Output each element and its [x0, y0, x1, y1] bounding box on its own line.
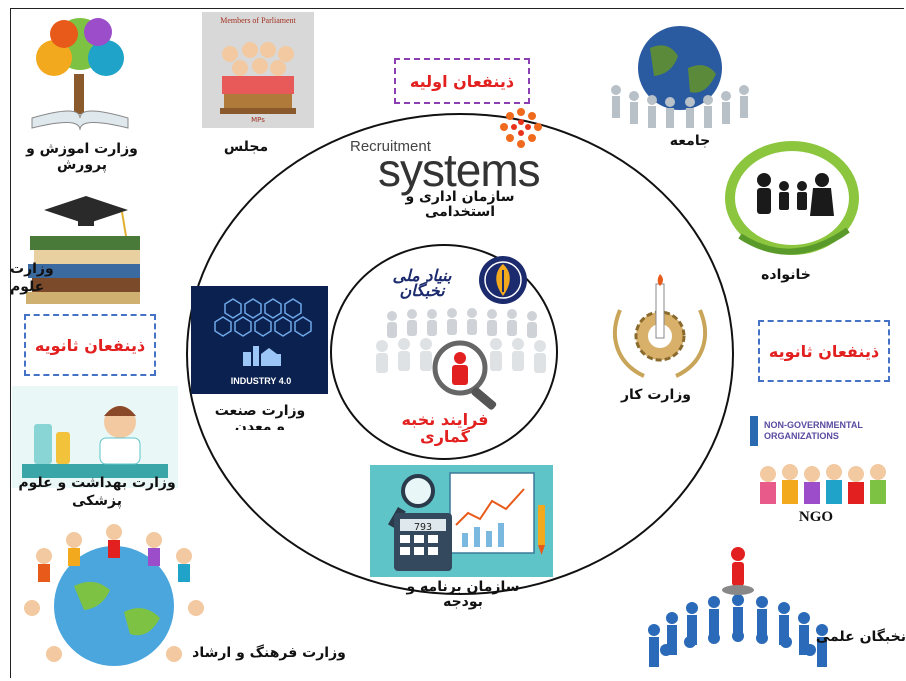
health-ministry-label-line1: وزارت بهداشت و علوم	[18, 475, 176, 491]
science-books-image	[10, 192, 152, 308]
outer-circle	[186, 113, 734, 595]
science-ministry-label-line2: علوم	[10, 279, 45, 295]
recruitment-logo-word1: Recruitment	[350, 138, 431, 155]
budget-org-label-line1: سازمان برنامه و	[406, 579, 520, 595]
recruitment-sparkle-icon	[492, 106, 550, 152]
parliament-mps-text: MPs	[251, 116, 265, 124]
labor-ministry-label: وزارت کار	[620, 387, 692, 403]
industry-ministry-label-line2: و معدن	[234, 420, 286, 430]
recruitment-org-label-line1: سازمان اداری و	[405, 189, 515, 205]
society-label: جامعه	[669, 133, 711, 149]
recruitment-logo-word2: systems	[378, 144, 541, 196]
parliament-label: مجلس	[223, 139, 269, 155]
labor-ministry-emblem	[606, 268, 714, 380]
society-globe-image	[606, 18, 754, 130]
elites-foundation-logo	[472, 254, 534, 306]
inner-circle	[330, 244, 558, 460]
parliament-banner-text: Members of Parliament	[220, 16, 296, 25]
health-image	[12, 386, 178, 488]
ngo-label: NGO	[798, 509, 834, 525]
family-image	[720, 140, 864, 258]
elites-crowd-image	[636, 534, 840, 676]
elites-foundation-logo-text: بنیاد ملی نخبگان	[392, 266, 452, 300]
health-ministry-label-line2: پزشکی	[71, 493, 123, 509]
industry-ministry-label-line1: وزارت صنعت	[214, 403, 306, 419]
science-ministry-label-line1: وزارت	[10, 261, 54, 277]
crowd-selection-image	[372, 302, 550, 412]
ngo-image	[750, 416, 896, 504]
education-ministry-label-line1: وزارت اموزش و	[26, 141, 138, 157]
industry-badge: INDUSTRY 4.0	[230, 376, 292, 386]
frame-top-line	[10, 8, 904, 9]
culture-globe-image	[14, 516, 214, 676]
secondary-stakeholders-box-right: ذینفعان ثانویه	[758, 320, 890, 382]
center-process-label-line2: گماری	[420, 427, 470, 446]
budget-org-label-line2: بودجه	[443, 594, 483, 610]
center-process-label-line1: فرایند نخبه	[401, 410, 489, 429]
primary-stakeholders-box: ذینفعان اولیه	[394, 58, 530, 104]
budget-image	[370, 465, 553, 577]
family-label: خانواده	[761, 267, 811, 283]
secondary-stakeholders-box-left: ذینفعان ثانویه	[24, 314, 156, 376]
frame-left-line	[10, 8, 11, 678]
ngo-banner-line2: ORGANIZATIONS	[764, 431, 839, 441]
education-ministry-label-line2: پرورش	[56, 157, 108, 173]
budget-calc-display: 793	[413, 522, 433, 533]
elites-label: نخبگان علمی	[815, 629, 906, 645]
ngo-banner-line1: NON-GOVERNMENTAL	[764, 420, 863, 430]
culture-ministry-label: وزارت فرهنگ و ارشاد	[192, 645, 346, 661]
recruitment-org-label-line2: استخدامی	[424, 204, 496, 220]
industry-image	[191, 286, 328, 394]
parliament-image	[202, 12, 314, 128]
education-tree-image	[14, 14, 146, 136]
